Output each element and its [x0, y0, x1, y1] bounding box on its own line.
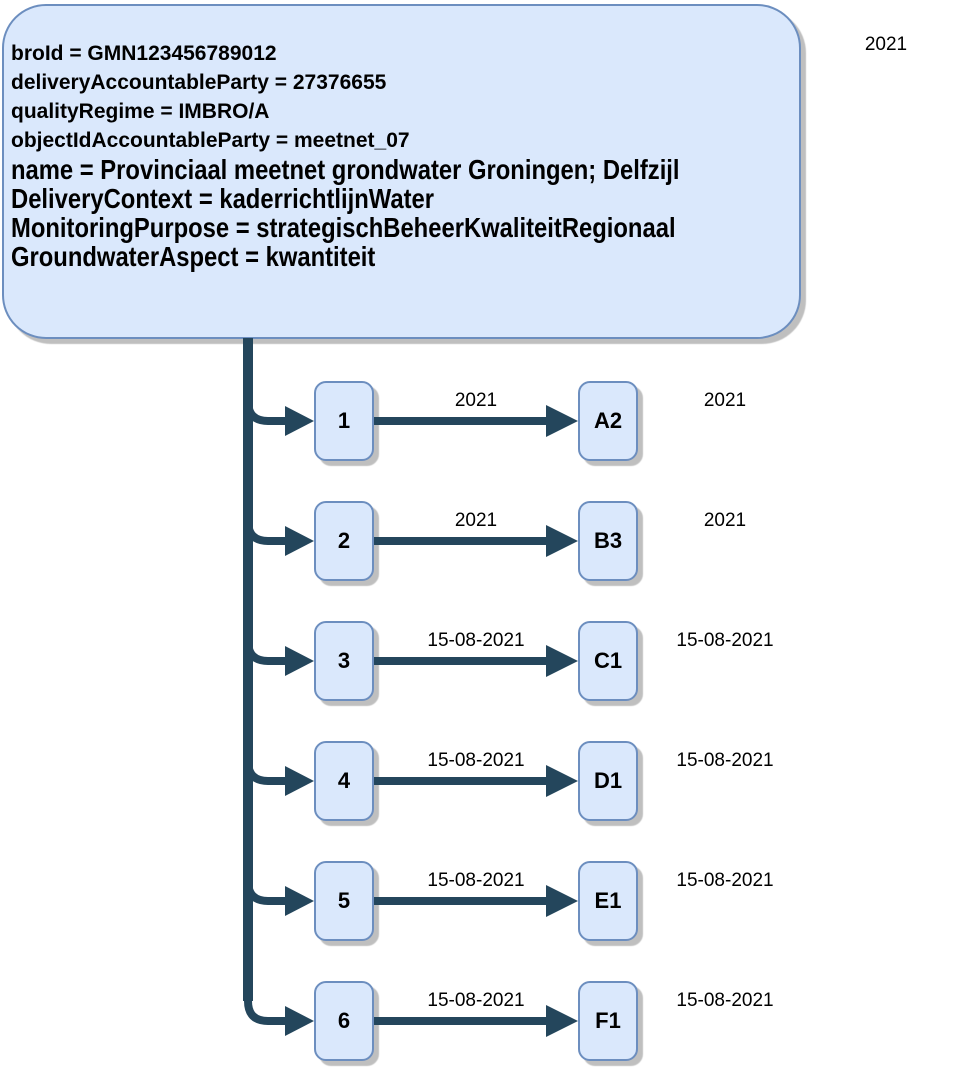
- row-date-label: 15-08-2021: [676, 630, 774, 651]
- edge-date-label: 2021: [454, 390, 498, 411]
- branch-line: [244, 400, 285, 425]
- measuring-point-node-2[interactable]: 2: [314, 501, 374, 581]
- row-date-label: 15-08-2021: [676, 750, 774, 771]
- info-line-object-id-accountable-party: objectIdAccountableParty = meetnet_07: [11, 129, 410, 152]
- branch-line: [244, 760, 285, 785]
- node-label: A2: [593, 408, 623, 433]
- info-line-quality-regime: qualityRegime = IMBRO/A: [11, 100, 270, 123]
- monitoring-tube-node-a2[interactable]: A2: [578, 381, 638, 461]
- node-label: F1: [595, 1008, 621, 1033]
- node-label: E1: [594, 888, 622, 913]
- row-date-label: 15-08-2021: [676, 870, 774, 891]
- info-line-delivery-accountable-party: deliveryAccountableParty = 27376655: [11, 71, 387, 94]
- node-label: 3: [337, 648, 351, 673]
- edge-date-label: 15-08-2021: [427, 990, 525, 1011]
- info-line-groundwater-aspect: GroundwaterAspect = kwantiteit: [11, 241, 376, 272]
- monitoring-tube-node-b3[interactable]: B3: [578, 501, 638, 581]
- node-label: D1: [593, 768, 623, 793]
- node-label: B3: [593, 528, 623, 553]
- info-line-broid: broId = GMN123456789012: [11, 42, 277, 65]
- arrowhead-icon: [285, 766, 314, 796]
- branch-line: [244, 1000, 285, 1025]
- measuring-point-node-1[interactable]: 1: [314, 381, 374, 461]
- gmn-info-box[interactable]: broId = GMN123456789012 deliveryAccounta…: [2, 4, 801, 339]
- branch-line: [244, 520, 285, 545]
- edge-date-label: 15-08-2021: [427, 870, 525, 891]
- branch-line: [244, 880, 285, 905]
- row-date-label: 15-08-2021: [676, 990, 774, 1011]
- arrowhead-icon: [285, 526, 314, 556]
- node-label: 2: [337, 528, 351, 553]
- node-label: 4: [337, 768, 351, 793]
- info-line-delivery-context: DeliveryContext = kaderrichtlijnWater: [11, 183, 435, 214]
- row-date-label: 2021: [703, 510, 747, 531]
- arrowhead-icon: [285, 406, 314, 436]
- edge-date-label: 15-08-2021: [427, 750, 525, 771]
- monitoring-tube-node-d1[interactable]: D1: [578, 741, 638, 821]
- arrowhead-icon: [285, 646, 314, 676]
- edge-date-label: 15-08-2021: [427, 630, 525, 651]
- branch-line: [244, 640, 285, 665]
- measuring-point-node-4[interactable]: 4: [314, 741, 374, 821]
- monitoring-tube-node-e1[interactable]: E1: [578, 861, 638, 941]
- info-line-name: name = Provinciaal meetnet grondwater Gr…: [11, 154, 680, 185]
- node-label: C1: [593, 648, 623, 673]
- measuring-point-node-3[interactable]: 3: [314, 621, 374, 701]
- monitoring-tube-node-f1[interactable]: F1: [578, 981, 638, 1061]
- measuring-point-node-5[interactable]: 5: [314, 861, 374, 941]
- monitoring-tube-node-c1[interactable]: C1: [578, 621, 638, 701]
- node-label: 5: [337, 888, 351, 913]
- arrowhead-icon: [285, 886, 314, 916]
- info-line-monitoring-purpose: MonitoringPurpose = strategischBeheerKwa…: [11, 212, 676, 243]
- node-label: 6: [337, 1008, 351, 1033]
- arrowhead-icon: [285, 1006, 314, 1036]
- gmn-start-year-label: 2021: [864, 34, 908, 55]
- row-date-label: 2021: [703, 390, 747, 411]
- measuring-point-node-6[interactable]: 6: [314, 981, 374, 1061]
- edge-date-label: 2021: [454, 510, 498, 531]
- node-label: 1: [337, 408, 351, 433]
